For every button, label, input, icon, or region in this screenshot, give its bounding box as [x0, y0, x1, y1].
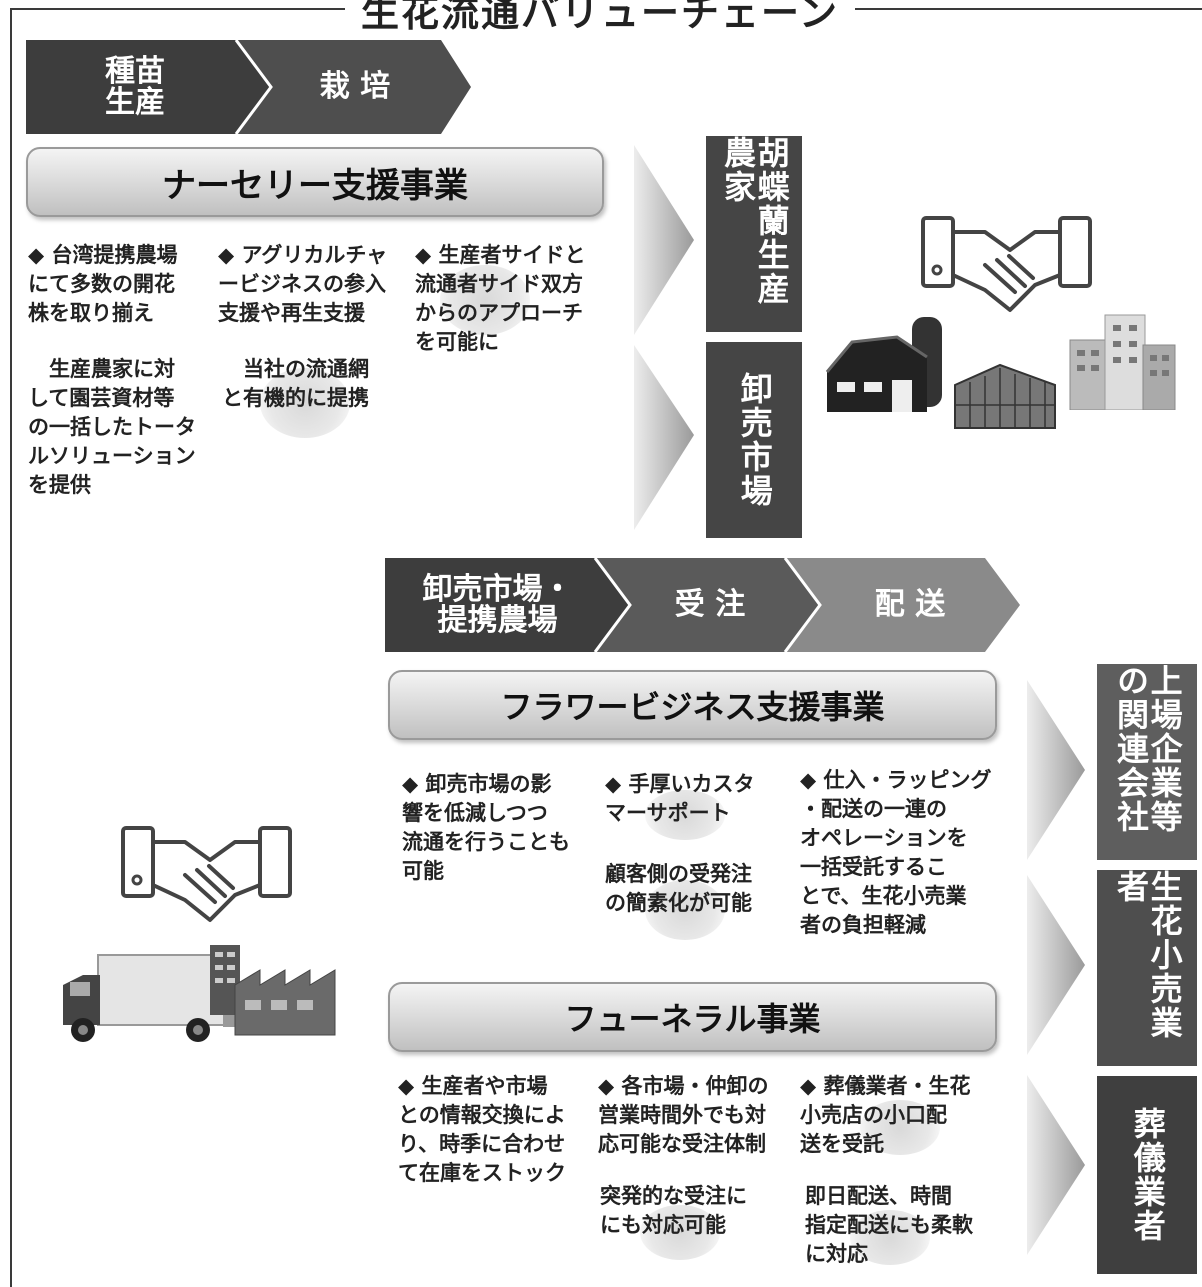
funeral-point-3: ◆ 葬儀業者・生花 小売店の小口配 送を受託 [800, 1074, 971, 1156]
chevron-cultivation: 栽 培 [319, 69, 391, 105]
box-listed-affiliates: 上場企業等の関連会社 [1097, 664, 1197, 860]
bg-blob [645, 790, 725, 840]
chevron-delivery: 配 送 [874, 587, 946, 623]
mid-chevron-row [385, 558, 1020, 652]
bg-blob [860, 1100, 940, 1155]
top-chevron-row [26, 40, 471, 134]
handshake-icon [121, 826, 292, 922]
chevron-wholesale-partner-farms: 卸売市場・ 提携農場 [422, 571, 573, 638]
funeral-point-2: ◆ 各市場・仲卸の 営業時間外でも対 応可能な受注体制 [598, 1074, 769, 1156]
funeral-point-1: ◆ 生産者や市場 との情報交換によ り、時季に合わせ て在庫をストック [398, 1074, 566, 1185]
handshake-icon [921, 216, 1092, 312]
frame-top-right [855, 8, 1202, 10]
funeral-detail-3: 即日配送、時間 指定配送にも柔軟 に対応 [805, 1184, 973, 1266]
nursery-point-3: ◆ 生産者サイドと 流通者サイド双方 からのアプローチ を可能に [415, 243, 586, 354]
nursery-point-1: ◆ 台湾提携農場 にて多数の開花 株を取り揃え [28, 243, 178, 325]
greenhouse-icon [954, 363, 1056, 429]
banner-nursery: ナーセリー支援事業 [26, 147, 604, 217]
frame-left [10, 8, 12, 1287]
bg-blob [850, 1210, 930, 1265]
buildings-icon [1069, 314, 1176, 410]
diagram-title: 生花流通バリューチェーン [345, 0, 855, 37]
box-orchid-farmers: 胡蝶蘭生産農家 [706, 136, 802, 332]
flower-detail-2: 顧客側の受発注 の簡素化が可能 [605, 862, 752, 915]
frame-top-left [10, 8, 350, 10]
bg-blob [260, 368, 350, 438]
nursery-detail-1: 生産農家に対 して園芸資材等 の一括したトータ ルソリューション を提供 [28, 357, 196, 497]
banner-flower-business: フラワービジネス支援事業 [388, 670, 997, 740]
box-funeral-operators: 葬儀業者 [1097, 1076, 1197, 1274]
nursery-point-2: ◆ アグリカルチャ ービジネスの参入 支援や再生支援 [218, 243, 388, 325]
bg-blob [440, 265, 530, 335]
bg-blob [645, 880, 725, 940]
arrow-group-bottom [1027, 680, 1085, 1255]
nursery-detail-2: 当社の流通網 と有機的に提携 [222, 357, 369, 410]
chevron-order-receipt: 受 注 [674, 587, 746, 623]
flower-point-1: ◆ 卸売市場の影 響を低減しつつ 流通を行うことも 可能 [402, 772, 570, 883]
banner-funeral: フューネラル事業 [388, 982, 997, 1052]
chevron-seed-production: 種苗 生産 [105, 53, 165, 120]
box-wholesale-market: 卸売市場 [706, 342, 802, 538]
box-flower-retailers: 生花小売業者 [1097, 870, 1197, 1066]
bg-blob [640, 1205, 720, 1260]
funeral-detail-2: 突発的な受注に にも対応可能 [600, 1184, 747, 1237]
flower-point-2: ◆ 手厚いカスタ マーサポート [605, 772, 755, 825]
arrow-group-top [634, 145, 694, 530]
factory-icon [210, 945, 336, 1036]
flower-point-3: ◆ 仕入・ラッピング ・配送の一連の オペレーションを 一括受託するこ とで、生… [800, 768, 992, 937]
barn-icon [825, 317, 942, 412]
